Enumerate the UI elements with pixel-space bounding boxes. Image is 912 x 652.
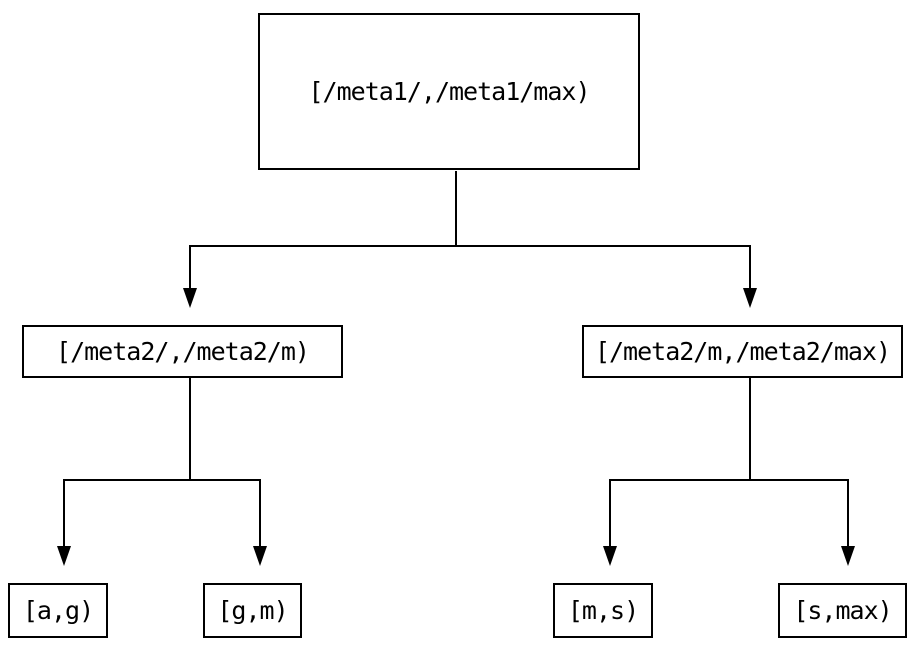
tree-node-leaf-smax: [s,max) bbox=[778, 583, 907, 638]
edge-left-child-to-leaves bbox=[57, 378, 267, 566]
tree-node-root: [/meta1/,/meta1/max) bbox=[258, 13, 640, 170]
tree-node-leaf-gm: [g,m) bbox=[203, 583, 302, 638]
connector-root bbox=[189, 171, 751, 290]
edge-right-child-to-leaves bbox=[603, 378, 855, 566]
arrowhead-down-icon bbox=[253, 546, 267, 566]
arrowhead-down-icon bbox=[743, 288, 757, 308]
tree-node-label: [g,m) bbox=[217, 596, 288, 625]
tree-node-right-child: [/meta2/m,/meta2/max) bbox=[582, 325, 903, 378]
arrowhead-down-icon bbox=[183, 288, 197, 308]
tree-node-label: [/meta1/,/meta1/max) bbox=[308, 77, 590, 106]
tree-node-label: [m,s) bbox=[567, 596, 639, 625]
tree-node-label: [s,max) bbox=[793, 596, 892, 625]
tree-node-label: [a,g) bbox=[22, 596, 94, 625]
edge-root-to-children bbox=[183, 171, 757, 308]
tree-node-leaf-ms: [m,s) bbox=[553, 583, 653, 638]
tree-node-leaf-ag: [a,g) bbox=[8, 583, 108, 638]
connector-left-subtree bbox=[63, 378, 261, 548]
arrowhead-down-icon bbox=[841, 546, 855, 566]
arrowhead-down-icon bbox=[57, 546, 71, 566]
connector-right-subtree bbox=[609, 378, 849, 548]
arrowhead-down-icon bbox=[603, 546, 617, 566]
tree-node-left-child: [/meta2/,/meta2/m) bbox=[22, 325, 343, 378]
tree-node-label: [/meta2/,/meta2/m) bbox=[56, 337, 310, 366]
tree-node-label: [/meta2/m,/meta2/max) bbox=[594, 337, 891, 366]
